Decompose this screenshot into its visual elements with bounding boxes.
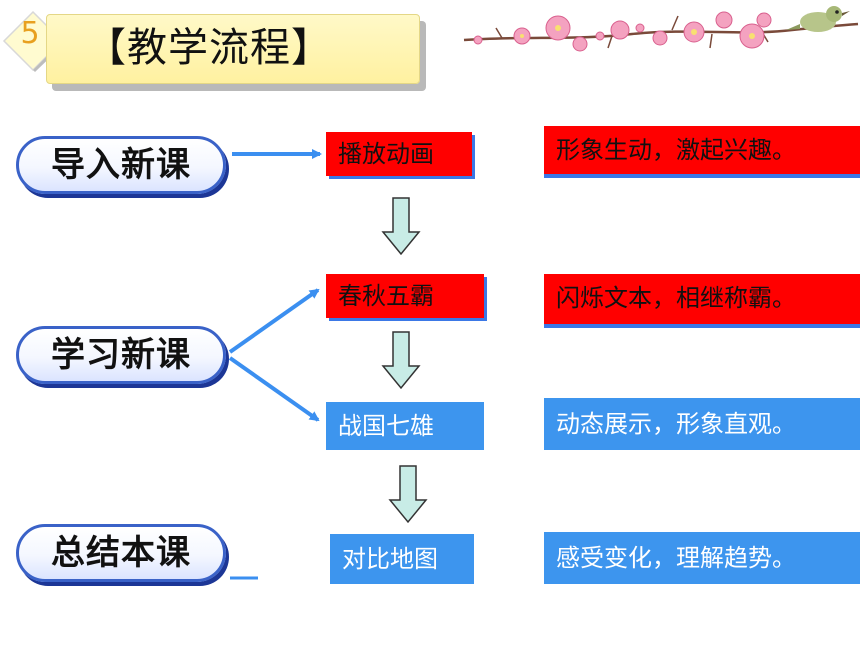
step-spring-autumn: 春秋五霸 (326, 274, 484, 318)
title-banner (46, 14, 420, 84)
effect-spring-autumn: 闪烁文本，相继称霸。 (544, 274, 860, 324)
stage-learn: 学习新课 (16, 326, 226, 384)
stage-summary-label: 总结本课 (51, 533, 191, 573)
effect-warring-states: 动态展示，形象直观。 (544, 398, 860, 450)
plum-blossom-branch-icon (463, 6, 859, 52)
stage-intro: 导入新课 (16, 136, 226, 194)
page-title: 【教学流程】 (86, 25, 332, 71)
step-warring-states: 战国七雄 (326, 402, 484, 450)
stage-learn-label: 学习新课 (51, 335, 191, 375)
step-play-animation: 播放动画 (326, 132, 472, 176)
step-compare-maps: 对比地图 (330, 534, 474, 584)
stage-summary: 总结本课 (16, 524, 226, 582)
effect-intro: 形象生动，激起兴趣。 (544, 126, 860, 174)
effect-compare-maps: 感受变化，理解趋势。 (544, 532, 860, 584)
step-number: 5 (20, 16, 40, 51)
stage-intro-label: 导入新课 (51, 145, 191, 185)
